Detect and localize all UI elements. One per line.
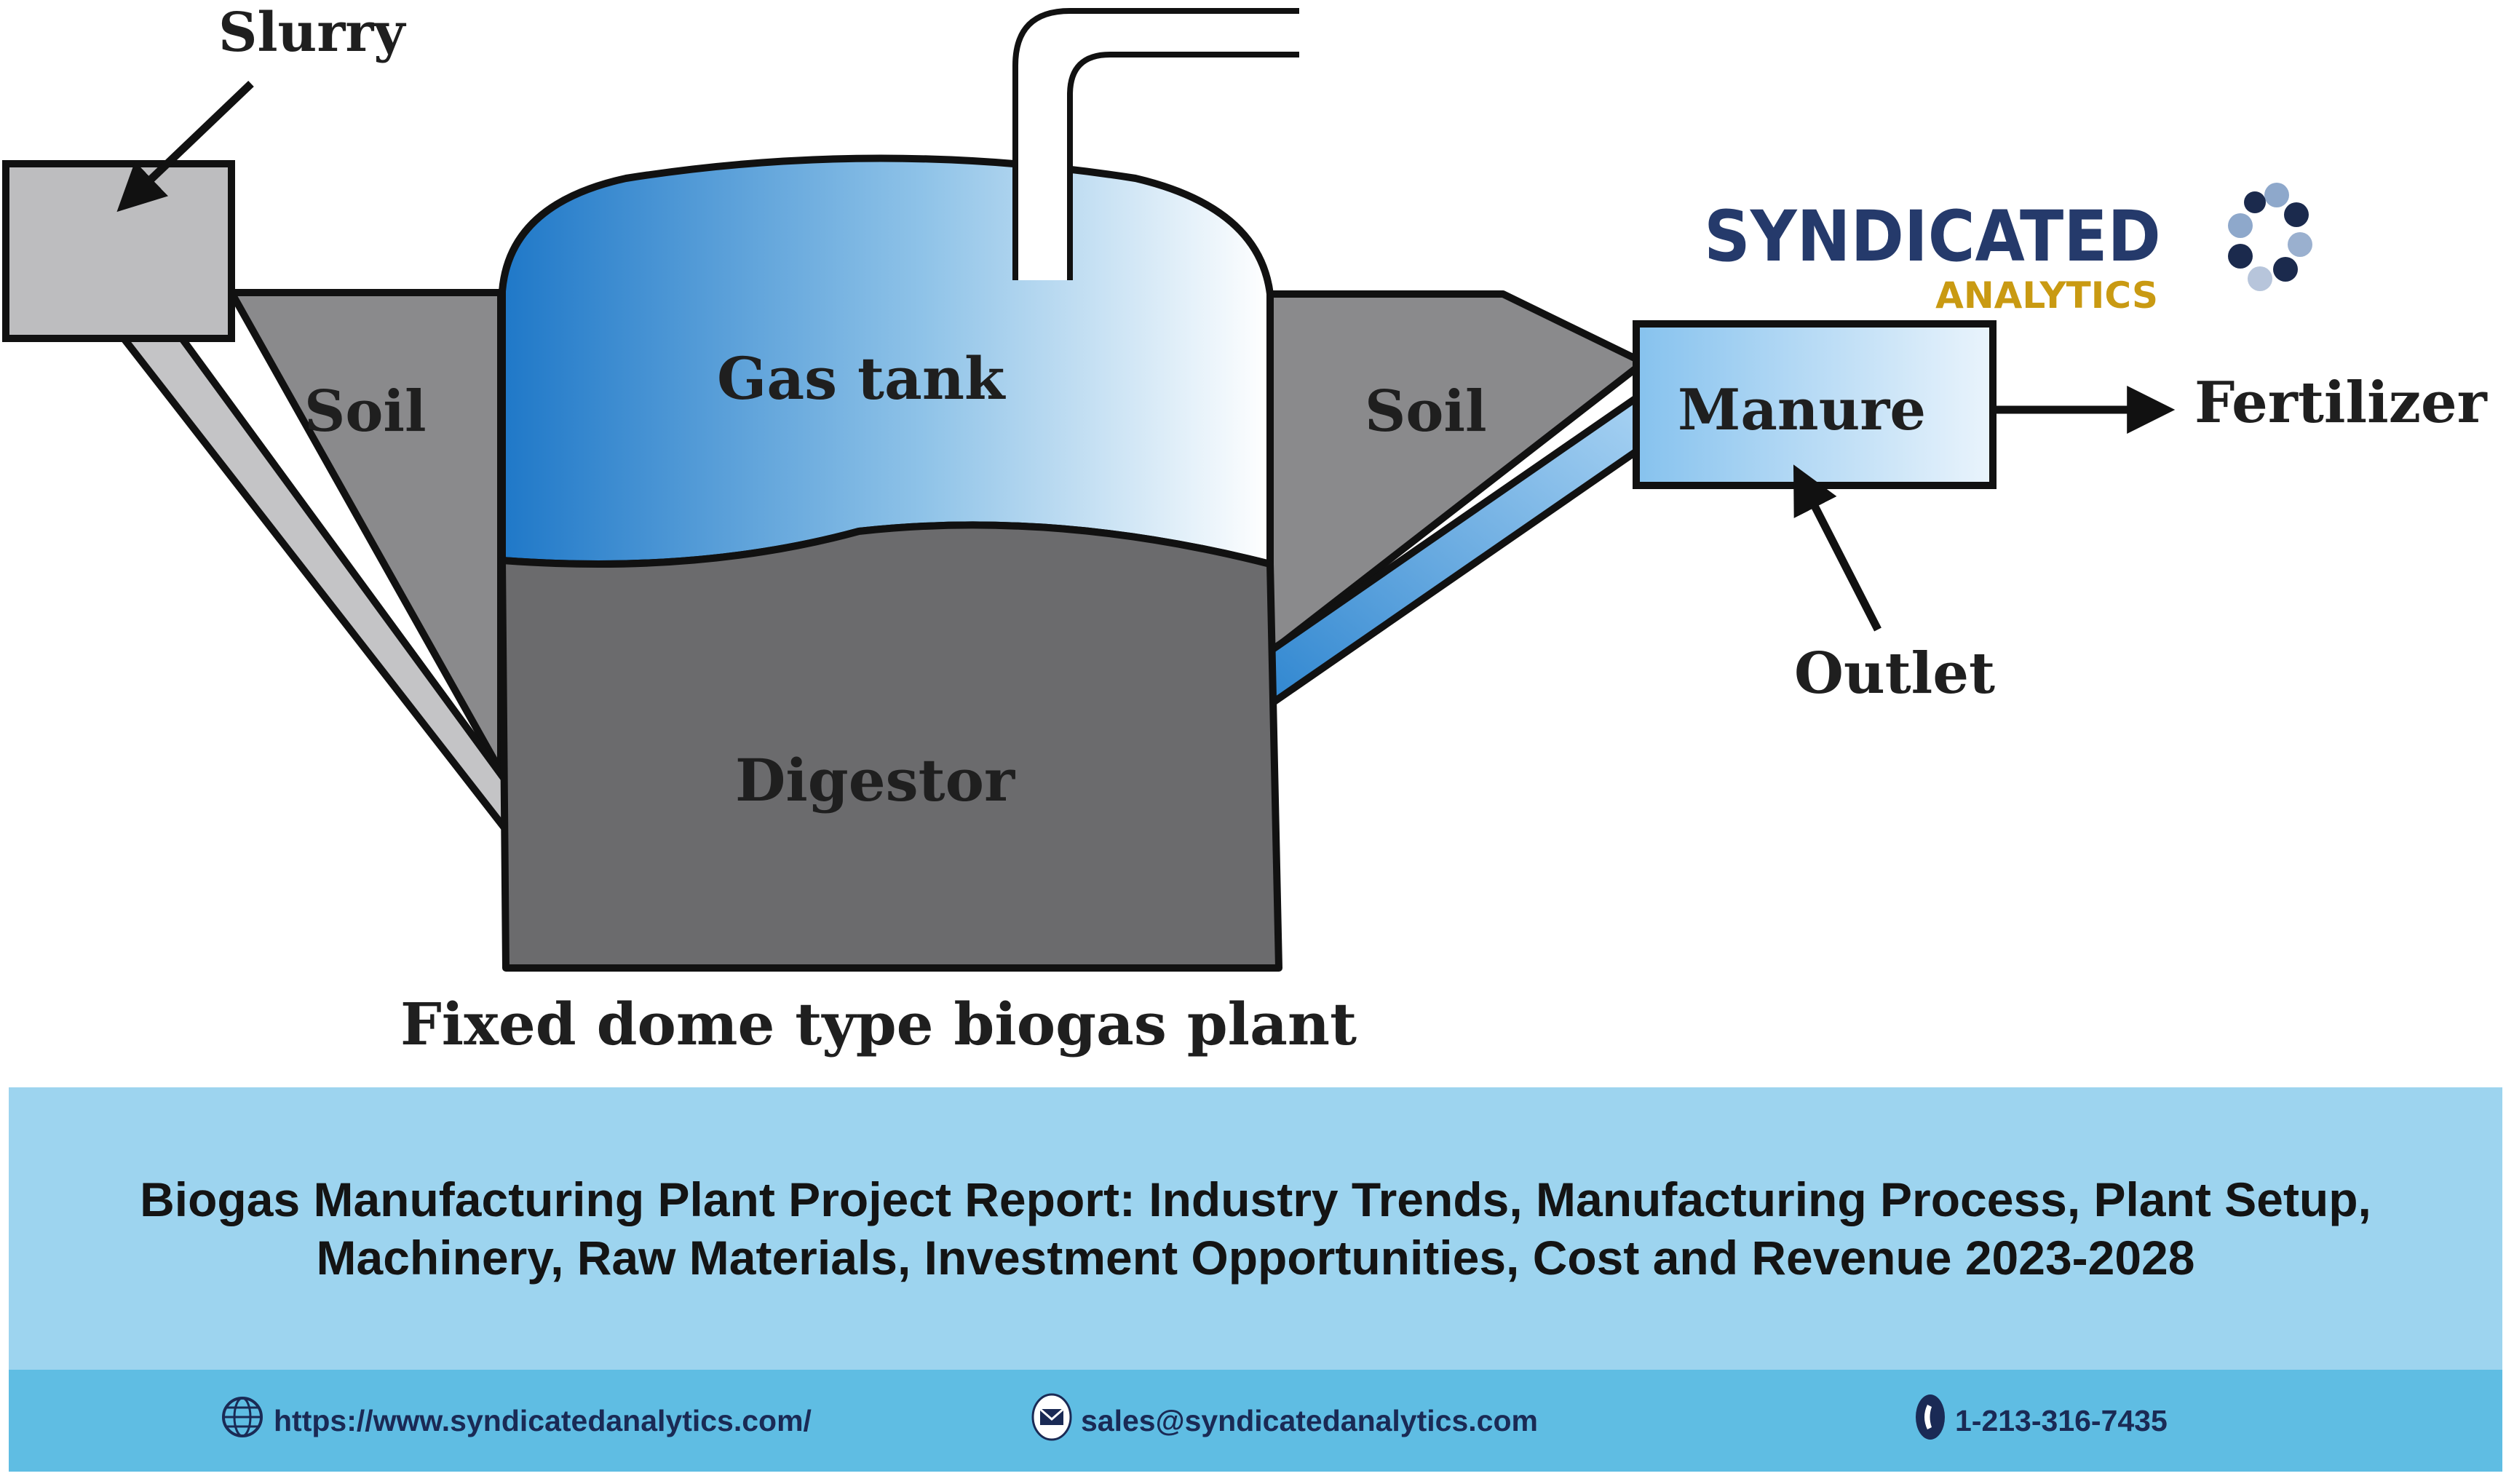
globe-icon — [220, 1394, 265, 1447]
label-digestor: Digestor — [735, 746, 1015, 814]
label-manure: Manure — [1678, 377, 1926, 443]
gas-outlet-pipe-inner — [1067, 52, 1299, 280]
gas-pipe-stub — [1018, 146, 1067, 280]
label-outlet: Outlet — [1794, 640, 1995, 707]
slurry-arrow — [116, 81, 254, 213]
label-gas-tank: Gas tank — [717, 344, 1006, 413]
gas-outlet-pipe-outer — [1012, 8, 1299, 280]
label-slurry: Slurry — [218, 1, 406, 64]
report-title: Biogas Manufacturing Plant Project Repor… — [140, 1172, 2371, 1285]
phone-number[interactable]: 1-213-316-7435 — [1955, 1403, 2168, 1437]
logo-main-text: SYNDICATED — [1704, 195, 2161, 277]
contact-bar: https://www.syndicatedanalytics.com/ sal… — [9, 1370, 2502, 1472]
diagram-caption: Fixed dome type biogas plant — [400, 990, 1357, 1058]
digestor — [499, 521, 1282, 972]
mail-icon — [1031, 1393, 1072, 1448]
gas-pipe-stub-lines — [1012, 146, 1073, 280]
syndicated-analytics-logo: SYNDICATED ANALYTICS — [1704, 183, 2312, 317]
report-title-banner: Biogas Manufacturing Plant Project Repor… — [9, 1087, 2502, 1370]
outlet-arrow — [1793, 464, 1882, 632]
contact-website[interactable]: https://www.syndicatedanalytics.com/ — [220, 1370, 812, 1472]
label-soil-left: Soil — [304, 378, 427, 445]
contact-email[interactable]: sales@syndicatedanalytics.com — [1031, 1370, 1538, 1472]
biogas-plant-diagram: Slurry Soil Gas tank Soil Manure Fertili… — [2, 1, 2488, 1058]
logo-sub-text: ANALYTICS — [1935, 274, 2158, 317]
label-soil-right: Soil — [1365, 378, 1487, 445]
label-fertilizer: Fertilizer — [2194, 370, 2488, 436]
contact-phone[interactable]: 1-213-316-7435 — [1914, 1370, 2168, 1472]
website-link[interactable]: https://www.syndicatedanalytics.com/ — [274, 1403, 812, 1437]
logo-ring-icon — [2228, 183, 2312, 291]
phone-icon — [1914, 1393, 1946, 1448]
email-link[interactable]: sales@syndicatedanalytics.com — [1081, 1403, 1538, 1437]
manure-box — [1633, 320, 1997, 489]
slurry-inlet-box — [2, 160, 235, 342]
